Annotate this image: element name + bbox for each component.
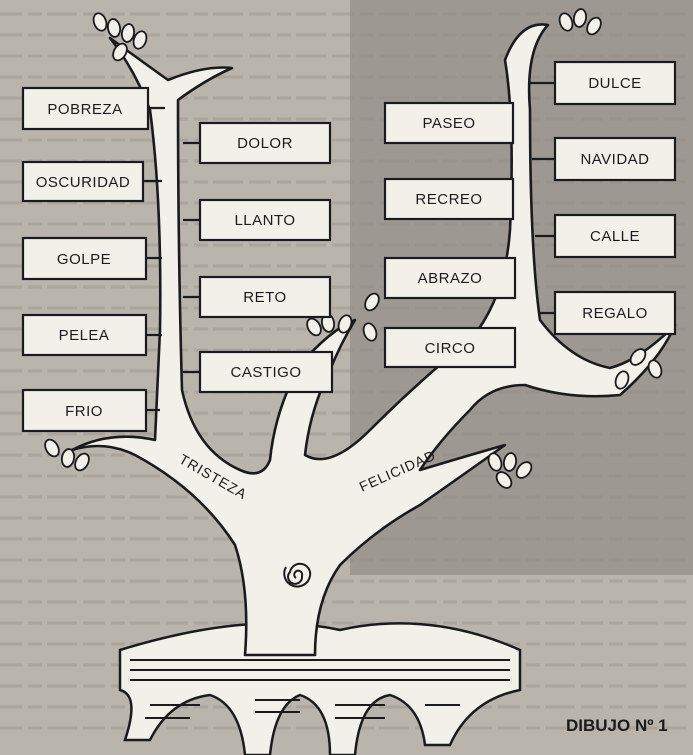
box-paseo: PASEO: [383, 101, 515, 145]
box-oscuridad: OSCURIDAD: [21, 160, 145, 203]
box-calle: CALLE: [553, 213, 677, 259]
trunk-knot-spiral: [283, 562, 312, 588]
box-label: LLANTO: [234, 212, 295, 229]
box-golpe: GOLPE: [21, 236, 148, 281]
box-label: NAVIDAD: [580, 151, 649, 168]
box-frio: FRIO: [21, 388, 148, 433]
box-dulce: DULCE: [553, 60, 677, 106]
box-recreo: RECREO: [383, 177, 515, 221]
box-label: PASEO: [422, 115, 475, 132]
box-castigo: CASTIGO: [198, 350, 334, 394]
box-llanto: LLANTO: [198, 198, 332, 242]
root-stripes: [130, 659, 510, 719]
box-label: CALLE: [590, 228, 640, 245]
box-regalo: REGALO: [553, 290, 677, 336]
box-pobreza: POBREZA: [21, 86, 150, 131]
sadness-causes: POBREZA DOLOR OSCURIDAD LLANTO GOLPE RET…: [21, 86, 334, 433]
figure-caption: DIBUJO Nº 1: [566, 716, 668, 735]
box-label: DULCE: [588, 75, 641, 92]
box-label: CIRCO: [425, 340, 476, 357]
box-dolor: DOLOR: [198, 121, 332, 165]
box-label: ABRAZO: [418, 270, 483, 287]
box-label: RECREO: [415, 191, 482, 208]
box-label: RETO: [243, 289, 286, 306]
box-label: PELEA: [59, 327, 110, 344]
box-label: GOLPE: [57, 251, 111, 268]
box-label: POBREZA: [47, 101, 122, 118]
box-navidad: NAVIDAD: [553, 136, 677, 182]
box-label: REGALO: [582, 305, 648, 322]
box-label: CASTIGO: [230, 364, 301, 381]
box-label: DOLOR: [237, 135, 293, 152]
box-label: OSCURIDAD: [36, 174, 131, 191]
box-reto: RETO: [198, 275, 332, 319]
box-label: FRIO: [65, 403, 103, 420]
happiness-causes: DULCE PASEO NAVIDAD RECREO CALLE ABRAZO …: [383, 60, 677, 369]
box-pelea: PELEA: [21, 313, 148, 357]
box-circo: CIRCO: [383, 326, 517, 369]
roots: [118, 622, 522, 755]
box-abrazo: ABRAZO: [383, 256, 517, 300]
leaves: [44, 8, 663, 489]
